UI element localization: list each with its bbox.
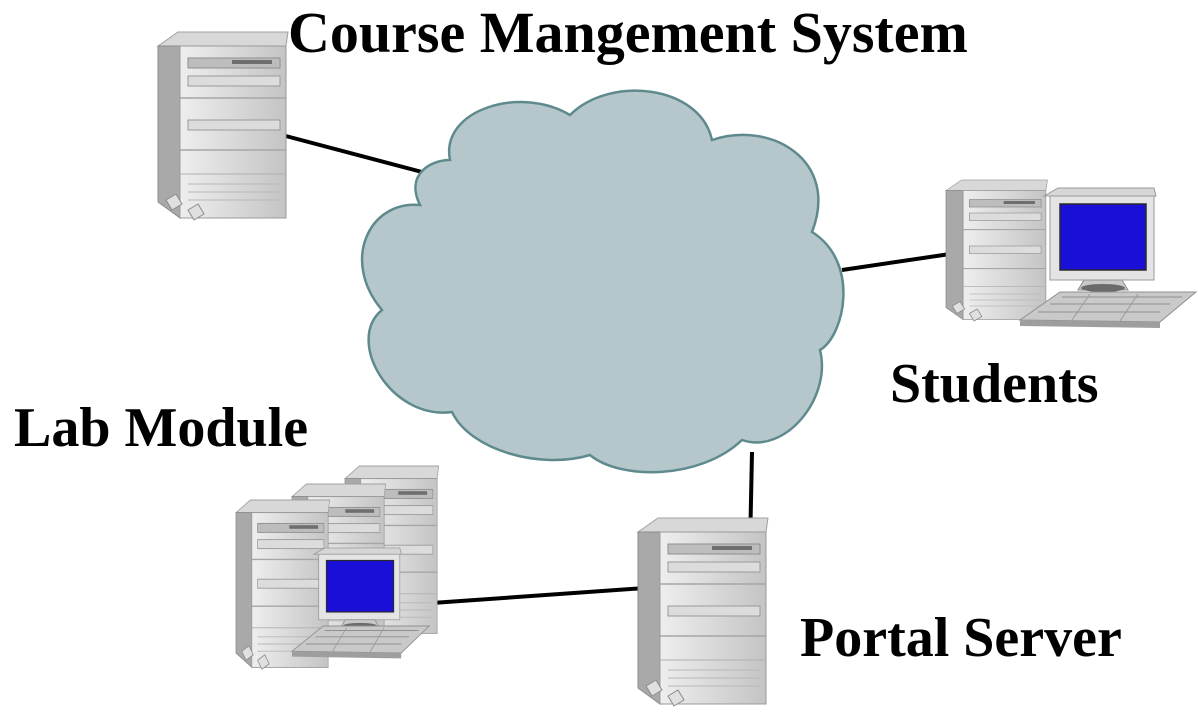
server-tower-icon [157, 31, 289, 221]
node-label-course-management: Course Mangement System [288, 0, 968, 65]
link-cloud-students [841, 252, 951, 272]
desktop-computer-icon [945, 179, 1197, 329]
server-tower-icon [637, 517, 769, 707]
node-label-portal-server: Portal Server [800, 607, 1122, 669]
link-cms-cloud [281, 133, 423, 174]
server-cluster-icon [235, 465, 440, 670]
node-label-students: Students [890, 353, 1099, 415]
network-cloud-icon [360, 89, 845, 474]
connections [281, 133, 951, 605]
node-label-lab-module: Lab Module [14, 397, 309, 459]
link-lab-portal [431, 586, 646, 605]
